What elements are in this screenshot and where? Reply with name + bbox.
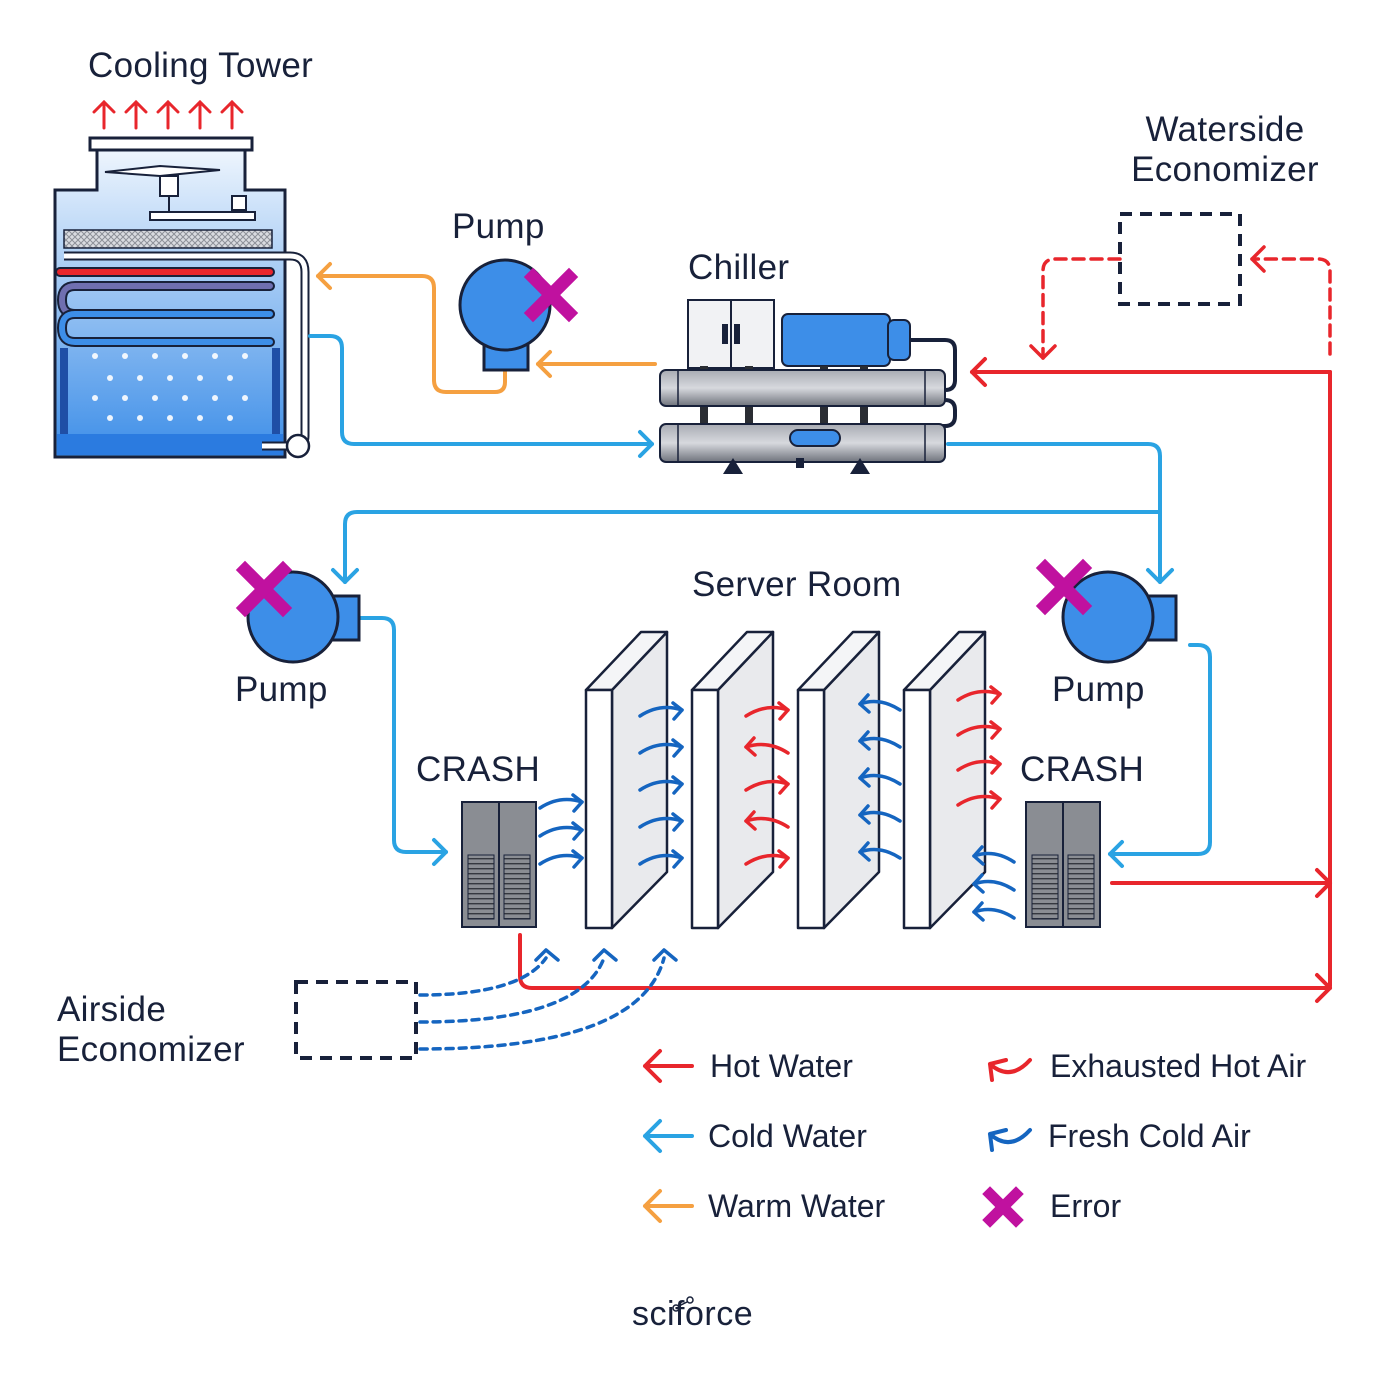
cold-water-pipe-tower: [308, 334, 654, 458]
crash-right-label: CRASH: [1020, 750, 1145, 789]
legend-warm-water-arrow-icon: [643, 1189, 694, 1223]
error-x-icon: [1035, 558, 1093, 616]
legend-label: Cold Water: [708, 1117, 867, 1154]
heat-exchange-coils: [55, 267, 275, 347]
legend-item-fresh-cold-air: Fresh Cold Air: [1042, 1116, 1251, 1156]
legend-label: Exhausted Hot Air: [1050, 1047, 1307, 1084]
fresh-cold-air-arrows: [538, 693, 1016, 922]
pump-top: [458, 258, 579, 372]
server-rack: [584, 630, 669, 930]
legend-exhausted-hot-air-icon: [988, 1058, 1032, 1082]
legend-item-exhausted-hot-air: Exhausted Hot Air: [1044, 1046, 1306, 1086]
legend-label: Fresh Cold Air: [1048, 1117, 1251, 1154]
waterside-economizer-lines: [1041, 257, 1332, 360]
legend-item-hot-water: Hot Water: [704, 1046, 853, 1086]
chiller-label: Chiller: [688, 248, 790, 287]
legend-item-error: Error: [1044, 1186, 1121, 1226]
waterside-economizer-box: [1118, 212, 1242, 306]
waterside-economizer-label-line1: Waterside: [1145, 110, 1305, 149]
chiller: [659, 299, 957, 474]
legend-label: Error: [1050, 1187, 1122, 1224]
legend-cold-water-arrow-icon: [643, 1119, 694, 1153]
legend-fresh-cold-air-icon: [988, 1128, 1032, 1152]
legend-hot-water-arrow-icon: [643, 1049, 694, 1083]
waterside-economizer-label-line2: Economizer: [1131, 150, 1319, 189]
water-drops-icon: [92, 353, 248, 421]
legend-label: Warm Water: [708, 1187, 886, 1224]
legend-error-x-icon: [982, 1186, 1024, 1228]
server-rack: [796, 630, 881, 930]
exhaust-arrows: [92, 99, 244, 130]
pump-right: [1035, 558, 1178, 664]
pump-left: [235, 560, 361, 664]
pump-top-label: Pump: [452, 207, 545, 246]
cooling-tower-label: Cooling Tower: [88, 46, 314, 85]
cold-water-pipe-room: [331, 442, 1212, 868]
server-rack: [690, 630, 775, 930]
airside-economizer-box: [294, 980, 418, 1060]
hot-water-pipe: [518, 357, 1332, 1003]
legend-item-cold-water: Cold Water: [702, 1116, 867, 1156]
airside-economizer-lines: [418, 956, 666, 1051]
fan-icon: [104, 164, 256, 221]
legend-item-warm-water: Warm Water: [702, 1186, 885, 1226]
cooling-tower: [53, 99, 311, 459]
brand-logo-icon: [672, 1296, 694, 1312]
server-rack: [902, 630, 987, 930]
airside-economizer-label-line2: Economizer: [57, 1030, 245, 1069]
server-room-label: Server Room: [692, 565, 902, 604]
legend-label: Hot Water: [710, 1047, 853, 1084]
pump-right-label: Pump: [1052, 670, 1145, 709]
crash-left-label: CRASH: [416, 750, 541, 789]
airside-economizer-label-line1: Airside: [57, 990, 167, 1029]
error-x-icon: [235, 560, 293, 618]
server-racks: [584, 630, 987, 930]
crash-unit-left: [461, 801, 537, 928]
error-x-icon: [523, 267, 579, 323]
crash-unit-right: [1025, 801, 1101, 928]
brand-wordmark: sciforce: [632, 1295, 754, 1333]
warm-water-pipe: [316, 262, 657, 394]
pump-left-label: Pump: [235, 670, 328, 709]
exhausted-hot-air-arrows: [744, 685, 1002, 869]
